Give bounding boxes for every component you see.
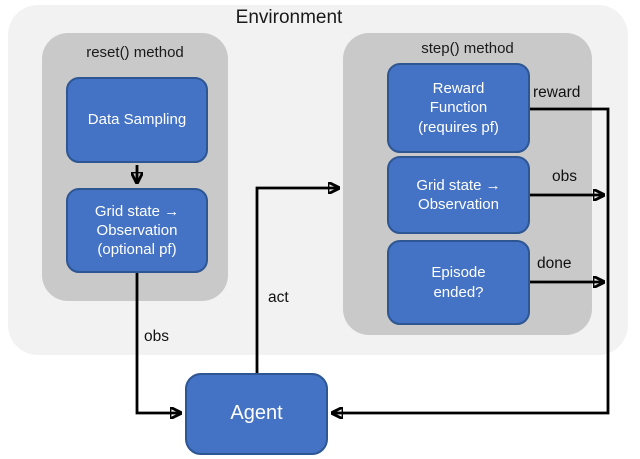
done-edge-label: done <box>537 255 572 272</box>
step-grid-observation-label: Grid state → Observation <box>416 176 501 213</box>
episode-ended-label: Episode ended? <box>431 264 486 301</box>
data-sampling-box: Data Sampling <box>66 77 208 163</box>
reset-grid-observation-box: Grid state → Observation (optional pf) <box>66 188 208 273</box>
episode-ended-box: Episode ended? <box>387 240 530 325</box>
obs-left-edge-label: obs <box>144 328 169 345</box>
step-method-label: step() method <box>421 40 514 57</box>
diagram-title: Environment <box>235 7 343 28</box>
obs-right-edge-label: obs <box>552 168 577 185</box>
data-sampling-label: Data Sampling <box>87 111 187 129</box>
reward-edge-label: reward <box>533 84 581 101</box>
act-edge-label: act <box>268 289 289 306</box>
agent-label: Agent <box>230 402 283 425</box>
agent-box: Agent <box>185 373 328 455</box>
reward-function-label: Reward Function (requires pf) <box>418 80 499 136</box>
reset-method-label: reset() method <box>86 44 184 61</box>
reset-grid-observation-label: Grid state → Observation (optional pf) <box>94 202 180 259</box>
reward-function-box: Reward Function (requires pf) <box>387 63 530 153</box>
step-grid-observation-box: Grid state → Observation <box>387 156 530 234</box>
